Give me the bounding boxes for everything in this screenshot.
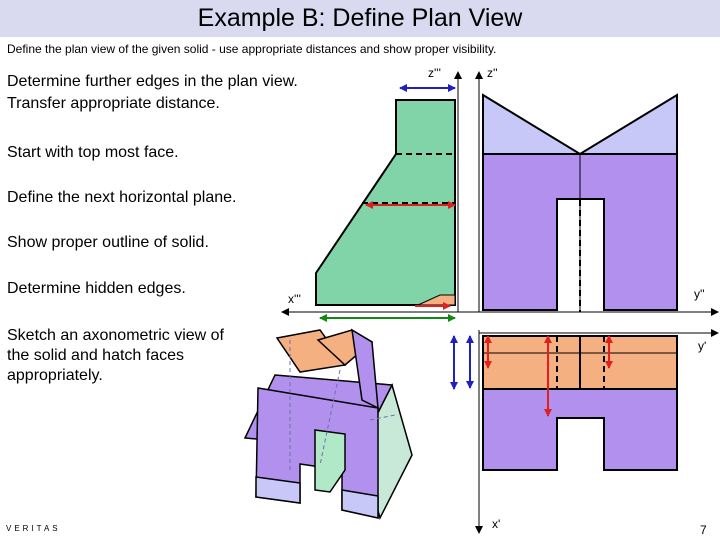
veritas-logo: VERITAS <box>6 524 61 533</box>
step-next-plane: Define the next horizontal plane. <box>7 189 237 206</box>
step-further-edges: Determine further edges in the plan view… <box>7 73 298 90</box>
axonometric-view <box>243 328 413 521</box>
step-axonometric-2: the solid and hatch faces <box>7 347 185 364</box>
step-top-face: Start with top most face. <box>7 144 179 161</box>
y-front-label: y'' <box>694 287 705 301</box>
front-view-body <box>482 153 678 311</box>
z-side-label: z''' <box>428 66 441 80</box>
front-view-roof <box>482 93 678 156</box>
axo-roof-gable <box>351 328 379 410</box>
x-side-label: x''' <box>288 292 301 306</box>
step-hidden-edges: Determine hidden edges. <box>7 280 186 297</box>
z-front-label: z'' <box>487 66 498 80</box>
axo-hidden-edge <box>319 369 341 466</box>
page-number: 7 <box>700 523 707 537</box>
axo-hidden-edge <box>369 414 396 421</box>
axo-slot <box>314 429 346 493</box>
plan-view-lower-face <box>482 388 678 471</box>
axo-leg-base <box>255 476 301 504</box>
slide-title: Example B: Define Plan View <box>197 4 523 32</box>
axo-leg-base <box>341 489 379 519</box>
step-transfer-distance: Transfer appropriate distance. <box>7 95 220 112</box>
step-axonometric-3: appropriately. <box>7 367 103 384</box>
y-plan-label: y' <box>698 339 707 353</box>
step-axonometric-1: Sketch an axonometric view of <box>7 327 224 344</box>
x-plan-label: x' <box>492 517 501 531</box>
slide-subtitle: Define the plan view of the given solid … <box>7 42 497 56</box>
step-outline: Show proper outline of solid. <box>7 234 209 251</box>
title-bar <box>0 0 720 37</box>
